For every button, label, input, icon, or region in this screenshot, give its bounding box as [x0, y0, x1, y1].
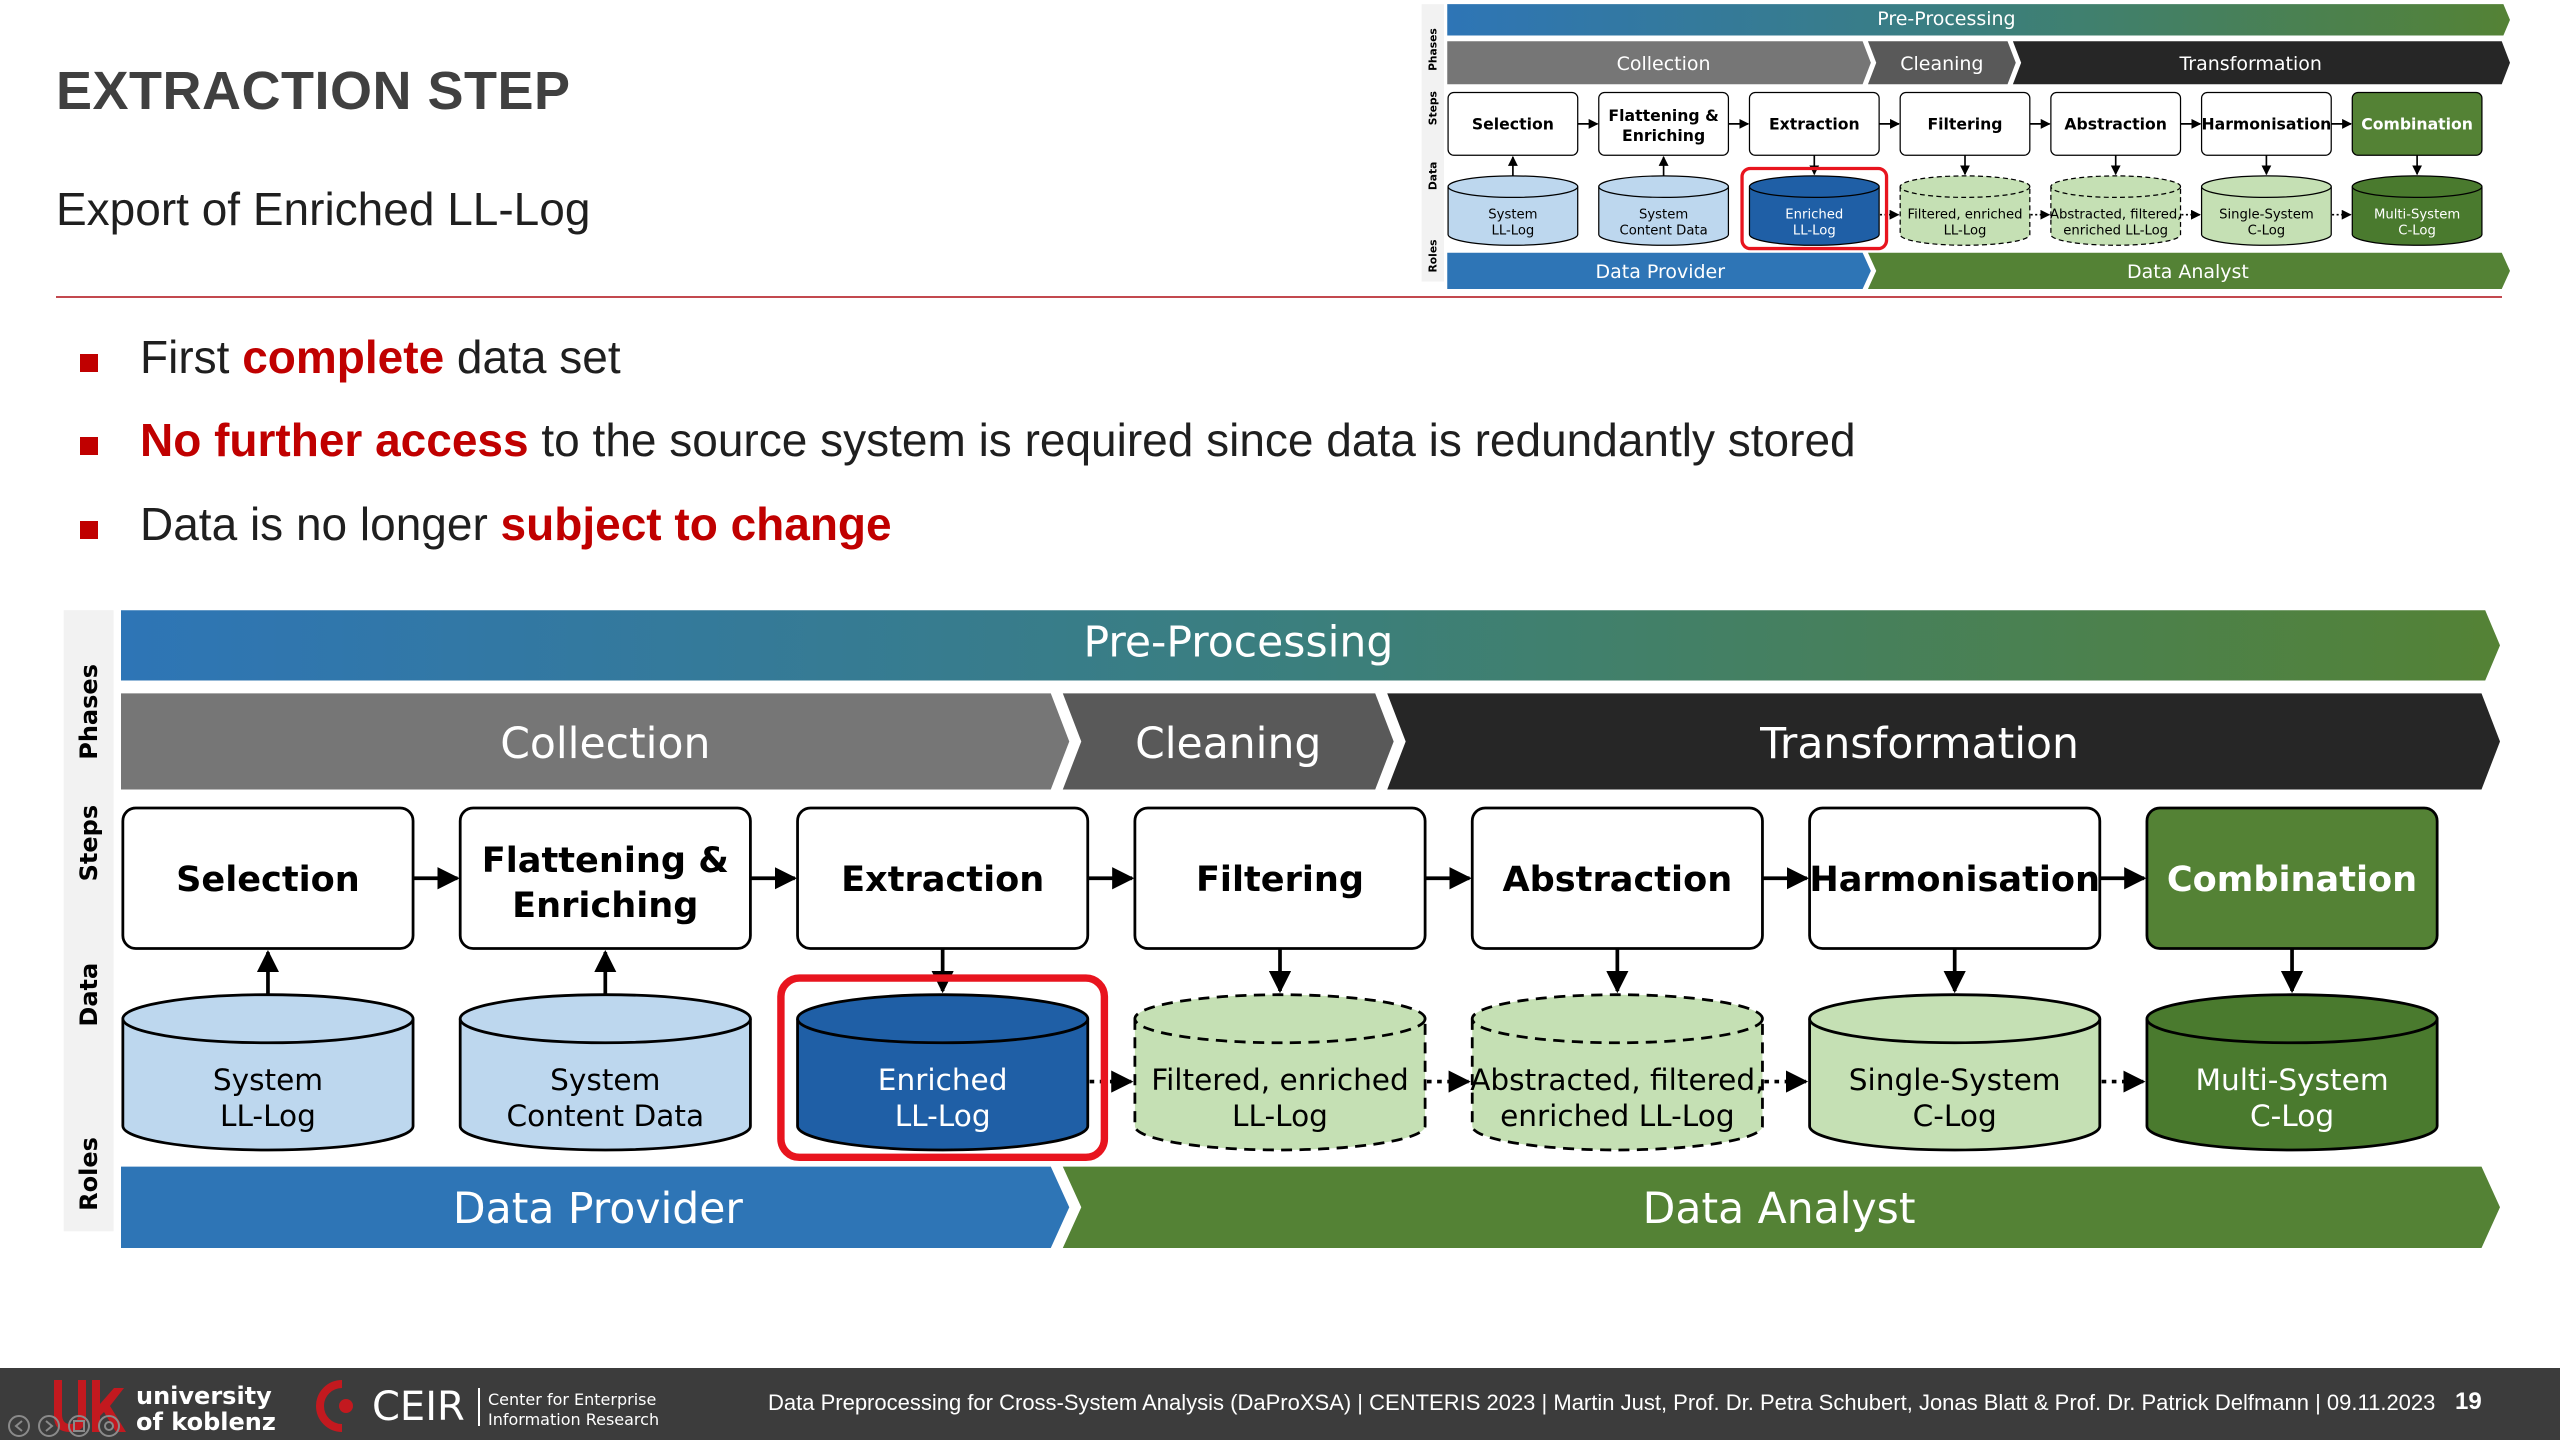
- bullet-text: to the source system is required since d…: [528, 414, 1856, 466]
- role-data-analyst-label: Data Analyst: [1643, 1185, 1916, 1234]
- ceir-subtitle-line1: Center for Enterprise: [488, 1390, 656, 1409]
- step-abstraction-label: Abstraction: [1502, 859, 1732, 900]
- highlight-frame: [777, 974, 1109, 1162]
- bullet-marker: [80, 437, 98, 455]
- step-flattening-label-2: Enriching: [512, 885, 698, 926]
- side-label-phases: Phases: [75, 664, 103, 760]
- data-multi-system-c-log: Multi-System C-Log: [2145, 993, 2439, 1152]
- bullet-text: First: [140, 331, 243, 383]
- ceir-subtitle-line2: Information Research: [488, 1410, 659, 1429]
- side-label-roles: Roles: [75, 1137, 103, 1211]
- slide-title: EXTRACTION STEP: [56, 61, 571, 121]
- data-label: Content Data: [507, 1099, 705, 1133]
- data-enriched-ll-log: Enriched LL-Log: [796, 993, 1090, 1152]
- data-filtered-enriched-ll-log: Filtered, enriched LL-Log: [1133, 993, 1427, 1152]
- university-name-line2: of koblenz: [136, 1408, 276, 1436]
- data-label: C-Log: [1913, 1099, 1997, 1133]
- footer-citation: Data Preprocessing for Cross-System Anal…: [768, 1390, 2436, 1415]
- data-label: C-Log: [2250, 1099, 2334, 1133]
- data-label: LL-Log: [895, 1099, 991, 1133]
- role-data-provider: [121, 1166, 1070, 1248]
- data-label: LL-Log: [1232, 1099, 1328, 1133]
- role-data-provider-label: Data Provider: [453, 1185, 743, 1234]
- side-label-data: Data: [75, 963, 103, 1027]
- phase-cleaning-label: Cleaning: [1135, 720, 1321, 769]
- phase-cleaning: [1062, 693, 1394, 790]
- title-divider: [56, 296, 2502, 298]
- preprocessing-label: Pre-Processing: [1083, 618, 1393, 667]
- step-filtering-label: Filtering: [1196, 859, 1364, 900]
- bullet-complete-data-set: First complete data set: [140, 330, 621, 384]
- bullet-highlight: complete: [242, 331, 445, 383]
- data-label: enriched LL-Log: [1500, 1099, 1735, 1133]
- page-number: 19: [2455, 1388, 2482, 1415]
- data-abstracted-ll-log: Abstracted, filtered, enriched LL-Log: [1470, 993, 1765, 1152]
- phase-transformation-label: Transformation: [1759, 720, 2079, 769]
- side-label-column: [63, 610, 114, 1232]
- data-label: System: [213, 1063, 323, 1097]
- bullet-text: data set: [444, 331, 621, 383]
- bullet-marker: [80, 354, 98, 372]
- phase-transformation: [1387, 693, 2500, 790]
- bullet-highlight: No further access: [140, 414, 529, 466]
- step-selection-label: Selection: [176, 859, 360, 900]
- data-label: Single-System: [1849, 1063, 2061, 1097]
- phase-collection-label: Collection: [500, 720, 710, 769]
- bullet-marker: [80, 521, 98, 539]
- step-flattening-label-1: Flattening &: [482, 840, 729, 881]
- university-name-line1: university: [136, 1382, 272, 1410]
- side-label-steps: Steps: [75, 805, 103, 882]
- data-label: LL-Log: [220, 1099, 316, 1133]
- step-extraction-label: Extraction: [841, 859, 1044, 900]
- data-label: Multi-System: [2195, 1063, 2388, 1097]
- data-single-system-c-log: Single-System C-Log: [1808, 993, 2102, 1152]
- data-label: Enriched: [878, 1063, 1008, 1097]
- step-harmonisation-label: Harmonisation: [1809, 859, 2100, 900]
- step-combination-label: Combination: [2167, 859, 2417, 900]
- slide-navigation-controls[interactable]: [6, 1413, 226, 1439]
- slide-subtitle: Export of Enriched LL-Log: [56, 183, 591, 235]
- bullet-highlight: subject to change: [500, 498, 892, 550]
- university-logo: university of koblenz: [54, 1380, 276, 1436]
- ceir-name: CEIR: [372, 1384, 465, 1430]
- data-label: Filtered, enriched: [1151, 1063, 1409, 1097]
- data-system-content-data: System Content Data: [458, 993, 752, 1152]
- phase-collection: [121, 693, 1070, 790]
- ceir-logo: CEIR Center for Enterprise Information R…: [316, 1380, 659, 1432]
- data-system-ll-log: System LL-Log: [121, 993, 415, 1152]
- data-label: System: [550, 1063, 660, 1097]
- data-step-arrows: [256, 948, 2304, 995]
- footer-bar: university of koblenz CEIR Center for En…: [0, 1368, 2560, 1440]
- role-data-analyst: [1062, 1166, 2500, 1248]
- mini-diagram-thumbnail: [1420, 4, 2510, 290]
- preprocessing-diagram: Phases Steps Data Roles Pre-Processing C…: [63, 610, 2500, 1248]
- bullet-text: Data is no longer: [140, 498, 501, 550]
- preprocessing-banner: [121, 610, 2500, 681]
- bullet-no-further-access: No further access to the source system i…: [140, 413, 1856, 467]
- data-label: Abstracted, filtered,: [1470, 1063, 1764, 1097]
- bullet-subject-to-change: Data is no longer subject to change: [140, 497, 892, 551]
